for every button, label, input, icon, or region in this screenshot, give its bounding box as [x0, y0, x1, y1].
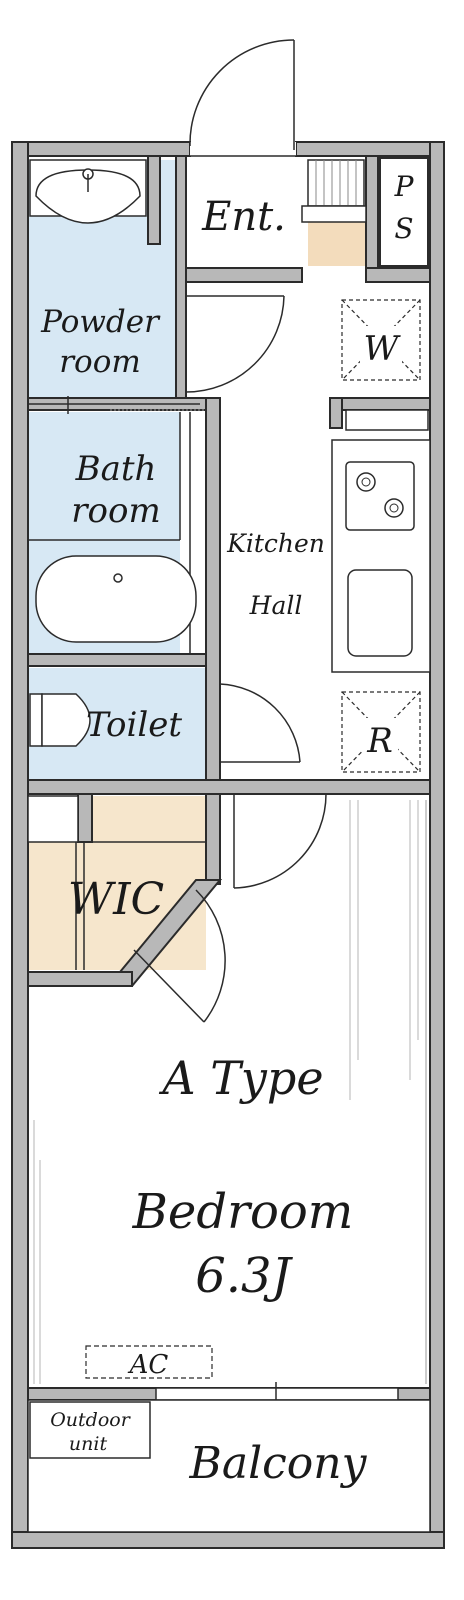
ps-shaft [379, 157, 429, 267]
sink-basin [35, 169, 141, 224]
wic-door-leaf [133, 949, 205, 1023]
entrance-label: Ent. [201, 194, 286, 240]
kitchen-sink [347, 569, 413, 657]
wall-kitchen-counter-top [329, 397, 431, 411]
wall-closet-shelf [77, 793, 93, 843]
wall-ps-bottom [365, 267, 431, 283]
toilet-bowl [41, 693, 91, 747]
ac-label: AC [128, 1350, 169, 1380]
wall-toilet-bottom [27, 779, 431, 795]
wall-entrance-bottom [185, 267, 303, 283]
type-label: A Type [158, 1051, 323, 1105]
toilet-door-swing [219, 683, 301, 763]
entrance-door-swing [189, 39, 295, 147]
wall-powder-right [175, 155, 187, 399]
window-balcony [155, 1387, 399, 1401]
ac-unit [85, 1345, 213, 1379]
bedroom-door-swing [233, 793, 327, 889]
bathtub-drain [113, 573, 123, 583]
wall-bath-right [205, 397, 221, 783]
genkan-step [301, 205, 367, 223]
bathtub [35, 555, 197, 643]
kitchen-label-2: Hall [249, 591, 303, 620]
fridge-label: R [366, 721, 393, 761]
wic-side-closet [27, 795, 79, 843]
shoe-cabinet [307, 159, 365, 207]
outer-wall-right [429, 141, 445, 1549]
toilet-tank [29, 693, 43, 747]
burner-2-inner [389, 503, 399, 513]
wall-wic-right [205, 793, 221, 885]
outdoor-unit [29, 1401, 151, 1459]
wic-door-swing [195, 889, 226, 1023]
wall-bath-toilet [27, 653, 207, 667]
outer-wall-left [11, 141, 29, 1549]
kitchen-shelf [345, 409, 429, 431]
ps-label-p: P [394, 170, 415, 203]
outer-wall-bottom [11, 1531, 445, 1549]
burner-1-inner [361, 477, 371, 487]
outdoor-unit-label-1: Outdoor [50, 1409, 131, 1431]
toilet-label: Toilet [86, 705, 182, 745]
wall-genkan-right [365, 155, 379, 271]
ps-label-s: S [394, 212, 413, 245]
washer-label-bg [360, 326, 402, 366]
bedroom-label: Bedroom [132, 1184, 354, 1240]
bedroom-hatch [33, 800, 419, 1384]
powder-door-swing [185, 295, 285, 393]
outdoor-unit-label-2: unit [69, 1433, 108, 1455]
bath-label-2: room [71, 491, 160, 531]
fridge-space [341, 691, 421, 773]
wall-powder-stub [147, 155, 161, 245]
fridge-label-bg [362, 718, 398, 758]
wall-kitchen-counter-left [329, 397, 343, 429]
powder-label-2: room [59, 344, 141, 380]
washer-space [341, 299, 421, 381]
stove [345, 461, 415, 531]
kitchen-label-1: Kitchen [226, 529, 325, 558]
outer-wall-top-right [295, 141, 445, 157]
wic-label: WIC [68, 874, 164, 925]
outer-wall-top-left [11, 141, 191, 157]
balcony-label: Balcony [189, 1438, 368, 1489]
genkan-floor [308, 222, 366, 266]
bath-label-1: Bath [75, 449, 157, 489]
washer-label: W [364, 329, 402, 369]
wall-wic-bottom [27, 971, 133, 987]
bedroom-size-label: 6.3J [195, 1248, 293, 1304]
entrance-door-gap [190, 142, 296, 156]
powder-label-1: Powder [40, 304, 161, 340]
